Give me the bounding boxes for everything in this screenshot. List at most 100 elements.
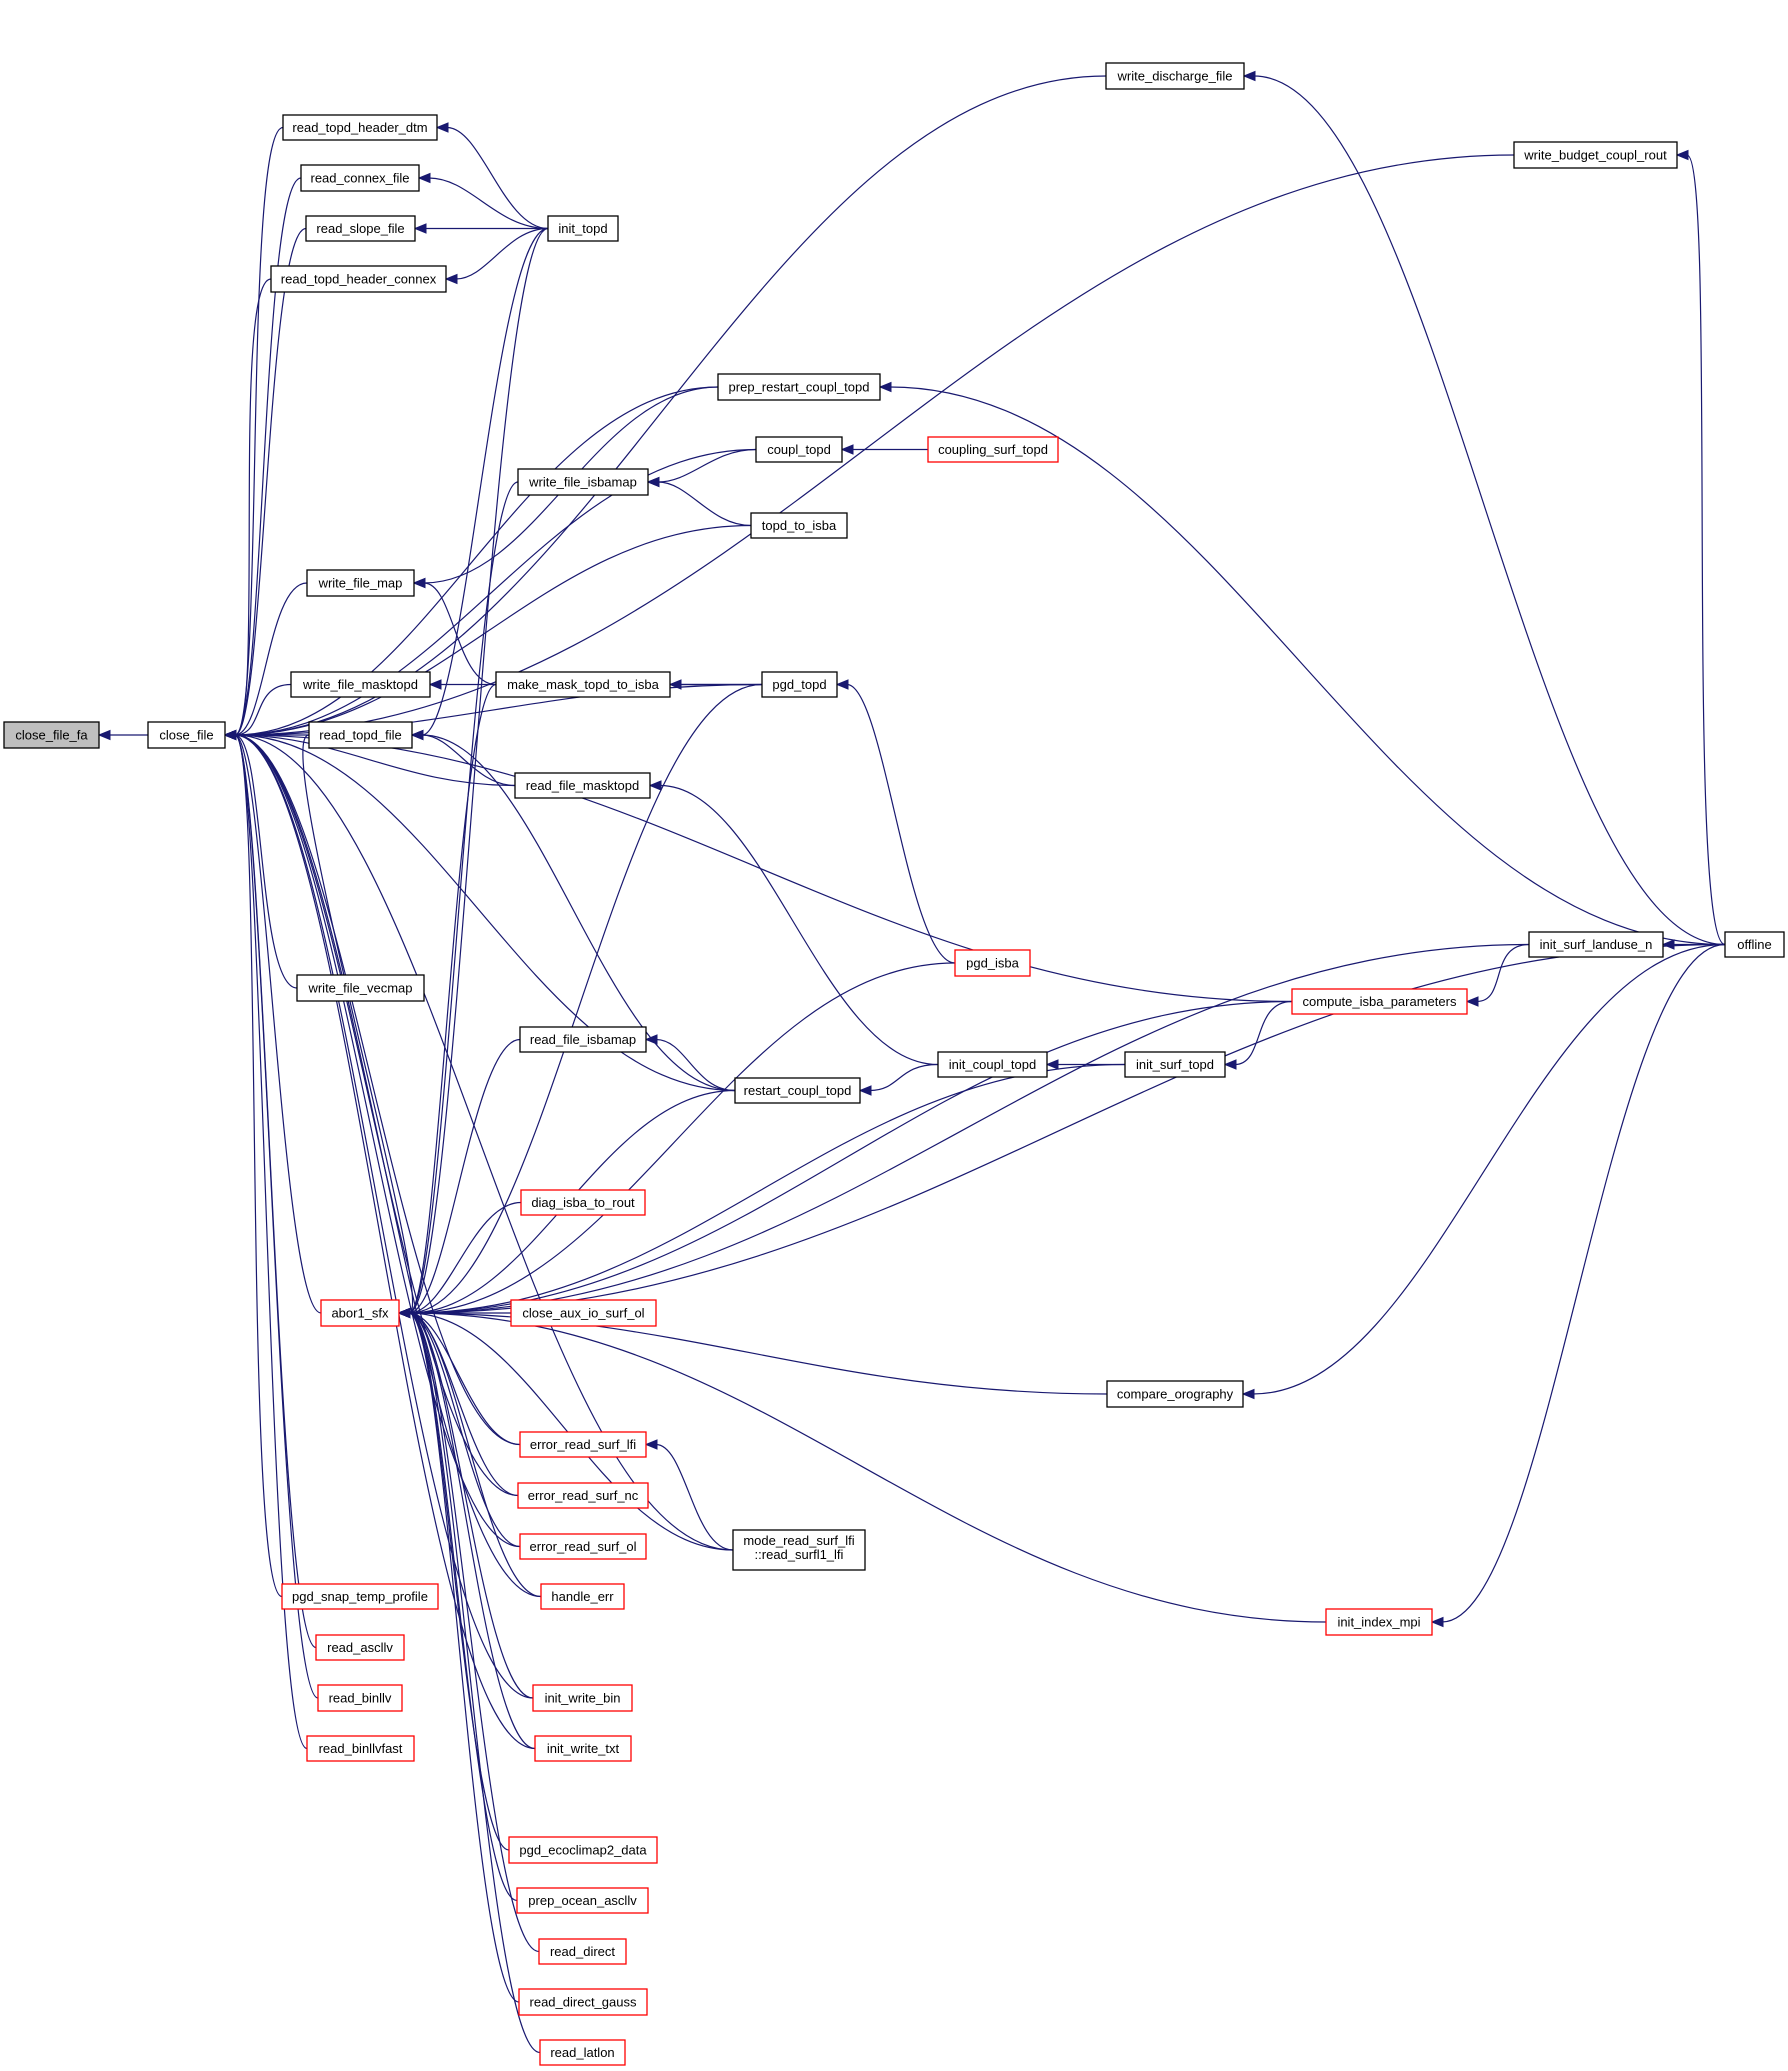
node-box[interactable]	[517, 1482, 649, 1509]
node-box[interactable]	[306, 1735, 415, 1762]
node-box[interactable]	[306, 569, 415, 597]
node-write-file-map[interactable]: write_file_map	[306, 569, 415, 597]
node-box[interactable]	[508, 1836, 658, 1864]
node-compute-isba-parameters[interactable]: compute_isba_parameters	[1291, 988, 1468, 1015]
node-box[interactable]	[519, 1026, 647, 1053]
node-box[interactable]	[317, 1684, 403, 1712]
node-prep-ocean-ascllv[interactable]: prep_ocean_ascllv	[516, 1887, 649, 1914]
node-box[interactable]	[1106, 1380, 1244, 1408]
node-box[interactable]	[534, 1735, 632, 1762]
node-read-binllvfast[interactable]: read_binllvfast	[306, 1735, 415, 1762]
node-box[interactable]	[3, 721, 100, 749]
node-error-read-surf-ol[interactable]: error_read_surf_ol	[519, 1533, 647, 1560]
node-pgd-ecoclimap2-data[interactable]: pgd_ecoclimap2_data	[508, 1836, 658, 1864]
node-diag-isba-to-rout[interactable]: diag_isba_to_rout	[520, 1189, 646, 1216]
node-box[interactable]	[282, 114, 438, 141]
node-box[interactable]	[518, 1988, 648, 2016]
node-box[interactable]	[1325, 1608, 1433, 1636]
node-pgd-topd[interactable]: pgd_topd	[761, 671, 838, 698]
node-box[interactable]	[514, 772, 651, 799]
node-read-slope-file[interactable]: read_slope_file	[305, 215, 416, 242]
node-init-write-bin[interactable]: init_write_bin	[532, 1684, 633, 1712]
node-box[interactable]	[1528, 931, 1664, 958]
node-read-topd-header-connex[interactable]: read_topd_header_connex	[270, 265, 447, 293]
node-box[interactable]	[532, 1684, 633, 1712]
node-box[interactable]	[755, 436, 843, 463]
node-read-direct[interactable]: read_direct	[538, 1938, 627, 1965]
node-init-surf-landuse-n[interactable]: init_surf_landuse_n	[1528, 931, 1664, 958]
node-box[interactable]	[732, 1529, 866, 1571]
node-box[interactable]	[539, 2039, 626, 2066]
node-box[interactable]	[147, 721, 226, 749]
node-box[interactable]	[305, 215, 416, 242]
node-box[interactable]	[750, 512, 848, 539]
node-read-file-masktopd[interactable]: read_file_masktopd	[514, 772, 651, 799]
node-box[interactable]	[517, 468, 649, 496]
node-box[interactable]	[270, 265, 447, 293]
node-box[interactable]	[540, 1583, 625, 1610]
node-init-coupl-topd[interactable]: init_coupl_topd	[937, 1051, 1048, 1078]
node-box[interactable]	[519, 1431, 647, 1458]
node-init-index-mpi[interactable]: init_index_mpi	[1325, 1608, 1433, 1636]
node-restart-coupl-topd[interactable]: restart_coupl_topd	[734, 1077, 861, 1104]
node-box[interactable]	[315, 1634, 405, 1661]
node-box[interactable]	[734, 1077, 861, 1104]
node-pgd-snap-temp-profile[interactable]: pgd_snap_temp_profile	[281, 1583, 439, 1610]
node-box[interactable]	[519, 1533, 647, 1560]
node-box[interactable]	[495, 671, 671, 698]
node-box[interactable]	[308, 721, 413, 749]
node-write-discharge-file[interactable]: write_discharge_file	[1105, 62, 1245, 90]
node-box[interactable]	[520, 1189, 646, 1216]
node-error-read-surf-lfi[interactable]: error_read_surf_lfi	[519, 1431, 647, 1458]
node-box[interactable]	[281, 1583, 439, 1610]
node-box[interactable]	[538, 1938, 627, 1965]
node-prep-restart-coupl-topd[interactable]: prep_restart_coupl_topd	[717, 373, 881, 401]
node-init-write-txt[interactable]: init_write_txt	[534, 1735, 632, 1762]
node-close-aux-io-surf-ol[interactable]: close_aux_io_surf_ol	[510, 1299, 657, 1327]
node-init-surf-topd[interactable]: init_surf_topd	[1124, 1051, 1226, 1078]
node-box[interactable]	[954, 949, 1031, 977]
node-box[interactable]	[290, 671, 431, 698]
node-read-latlon[interactable]: read_latlon	[539, 2039, 626, 2066]
node-box[interactable]	[547, 215, 619, 242]
node-write-budget-coupl-rout[interactable]: write_budget_coupl_rout	[1513, 141, 1678, 169]
node-coupl-topd[interactable]: coupl_topd	[755, 436, 843, 463]
node-offline[interactable]: offline	[1724, 931, 1785, 958]
node-handle-err[interactable]: handle_err	[540, 1583, 625, 1610]
node-box[interactable]	[927, 436, 1059, 463]
node-box[interactable]	[937, 1051, 1048, 1078]
node-write-file-isbamap[interactable]: write_file_isbamap	[517, 468, 649, 496]
node-box[interactable]	[510, 1299, 657, 1327]
node-read-connex-file[interactable]: read_connex_file	[300, 164, 420, 192]
node-box[interactable]	[300, 164, 420, 192]
node-read-ascllv[interactable]: read_ascllv	[315, 1634, 405, 1661]
node-close-file[interactable]: close_file	[147, 721, 226, 749]
node-box[interactable]	[1513, 141, 1678, 169]
node-init-topd[interactable]: init_topd	[547, 215, 619, 242]
node-close-file-fa[interactable]: close_file_fa	[3, 721, 100, 749]
node-box[interactable]	[1291, 988, 1468, 1015]
node-abor1-sfx[interactable]: abor1_sfx	[320, 1299, 400, 1327]
node-pgd-isba[interactable]: pgd_isba	[954, 949, 1031, 977]
node-box[interactable]	[320, 1299, 400, 1327]
node-box[interactable]	[516, 1887, 649, 1914]
node-write-file-masktopd[interactable]: write_file_masktopd	[290, 671, 431, 698]
node-box[interactable]	[761, 671, 838, 698]
node-coupling-surf-topd[interactable]: coupling_surf_topd	[927, 436, 1059, 463]
node-read-topd-header-dtm[interactable]: read_topd_header_dtm	[282, 114, 438, 141]
node-mode-read-surf-lfi[interactable]: mode_read_surf_lfi::read_surfl1_lfi	[732, 1529, 866, 1571]
node-box[interactable]	[1724, 931, 1785, 958]
node-read-topd-file[interactable]: read_topd_file	[308, 721, 413, 749]
node-compare-orography[interactable]: compare_orography	[1106, 1380, 1244, 1408]
node-box[interactable]	[1124, 1051, 1226, 1078]
node-read-binllv[interactable]: read_binllv	[317, 1684, 403, 1712]
node-make-mask-topd-to-isba[interactable]: make_mask_topd_to_isba	[495, 671, 671, 698]
node-write-file-vecmap[interactable]: write_file_vecmap	[296, 974, 425, 1002]
node-error-read-surf-nc[interactable]: error_read_surf_nc	[517, 1482, 649, 1509]
node-box[interactable]	[717, 373, 881, 401]
node-read-direct-gauss[interactable]: read_direct_gauss	[518, 1988, 648, 2016]
node-read-file-isbamap[interactable]: read_file_isbamap	[519, 1026, 647, 1053]
node-box[interactable]	[1105, 62, 1245, 90]
node-box[interactable]	[296, 974, 425, 1002]
node-topd-to-isba[interactable]: topd_to_isba	[750, 512, 848, 539]
